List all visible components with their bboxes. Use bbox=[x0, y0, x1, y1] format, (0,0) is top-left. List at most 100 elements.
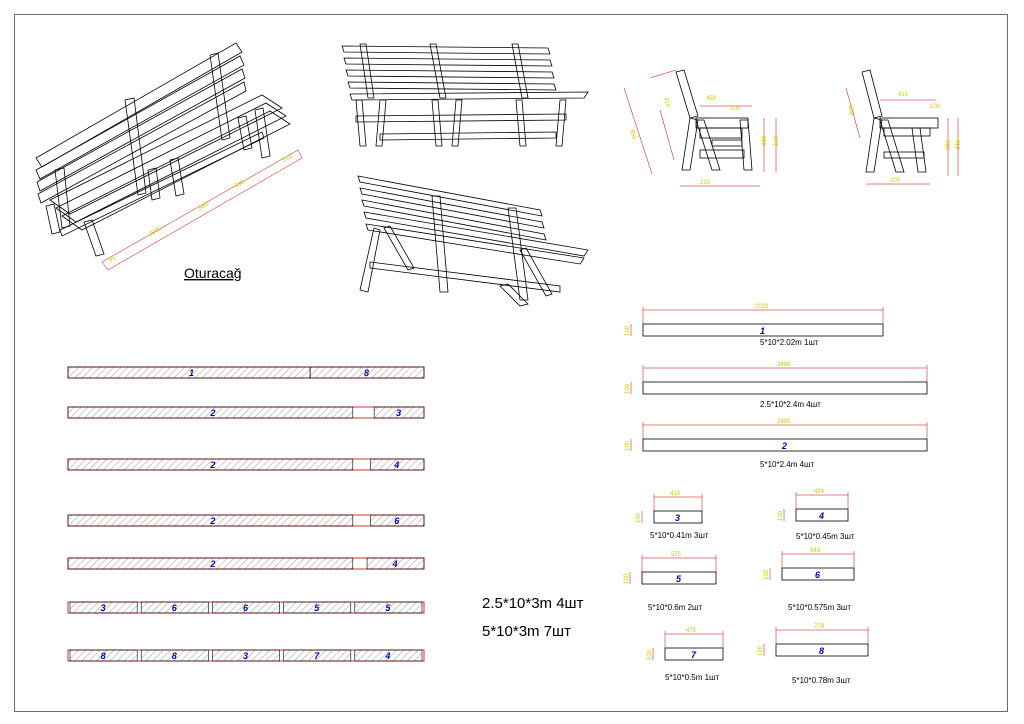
side-right-dim-1: 450 bbox=[846, 105, 855, 117]
cut-piece bbox=[373, 406, 425, 419]
cut-piece-label: 4 bbox=[384, 651, 390, 661]
side-left-dim-4: 100 bbox=[730, 106, 741, 112]
part-detail: 2400 100 2.5*10*2.4m 4шт bbox=[625, 362, 928, 409]
bench-perspective-view bbox=[357, 175, 589, 307]
part-number: 2 bbox=[781, 441, 787, 451]
iso-dimension-lines bbox=[101, 149, 303, 271]
part-length-value: 475 bbox=[686, 628, 697, 634]
part-number: 8 bbox=[819, 646, 824, 656]
cut-piece bbox=[140, 601, 209, 614]
cut-piece bbox=[67, 458, 354, 471]
cut-piece bbox=[67, 557, 354, 570]
cut-piece bbox=[309, 366, 425, 379]
part-number: 5 bbox=[676, 574, 682, 584]
part-length-value: 410 bbox=[670, 491, 681, 497]
part-spec-label: 5*10*2.02m 1шт bbox=[760, 338, 819, 347]
cut-piece bbox=[354, 601, 423, 614]
part-height-value: 100 bbox=[636, 512, 642, 523]
part-board bbox=[795, 508, 849, 522]
part-board bbox=[641, 571, 717, 585]
bench-isometric-view bbox=[35, 42, 291, 257]
part-spec-label: 5*10*0.575m 3шт bbox=[788, 603, 851, 612]
part-number: 4 bbox=[818, 511, 824, 521]
iso-dim-1: 2020 bbox=[148, 226, 163, 238]
part-height-value: 100 bbox=[625, 440, 631, 451]
side-view-right-dims bbox=[845, 87, 959, 185]
cut-piece bbox=[283, 601, 352, 614]
cut-piece bbox=[283, 649, 352, 662]
cut-piece-label: 3 bbox=[396, 408, 401, 418]
part-height-value: 100 bbox=[624, 573, 630, 584]
cut-piece bbox=[212, 601, 280, 614]
side-view-left-dims bbox=[623, 69, 777, 187]
part-spec-label: 5*10*0.78m 3шт bbox=[792, 676, 851, 685]
cut-piece bbox=[67, 514, 354, 527]
part-board bbox=[653, 510, 703, 524]
cut-piece-label: 5 bbox=[385, 603, 391, 613]
part-length-value: 2400 bbox=[777, 362, 791, 368]
part-board bbox=[642, 323, 884, 337]
drawing-frame bbox=[14, 14, 1008, 712]
iso-dim-4: 510 bbox=[282, 153, 294, 164]
part-length-value: 575 bbox=[671, 552, 682, 558]
cut-piece-label: 7 bbox=[314, 651, 320, 661]
cut-piece-label: 2 bbox=[209, 460, 215, 470]
part-spec-label: 2.5*10*2.4m 4шт bbox=[760, 400, 821, 409]
cut-piece-label: 6 bbox=[172, 603, 178, 613]
cut-piece-label: 2 bbox=[209, 516, 215, 526]
side-right-dim-5: 440 bbox=[956, 139, 962, 150]
cut-piece-label: 5 bbox=[314, 603, 320, 613]
cut-piece bbox=[366, 557, 425, 570]
side-view-left bbox=[675, 69, 753, 171]
part-length-value: 424 bbox=[814, 489, 825, 495]
part-spec-label: 5*10*0.41m 3шт bbox=[650, 531, 709, 540]
cut-piece-label: 3 bbox=[101, 603, 106, 613]
side-right-dim-3: 100 bbox=[930, 104, 941, 110]
part-length-value: 779 bbox=[814, 624, 825, 630]
iso-dim-5: 95 bbox=[108, 255, 117, 264]
part-board bbox=[642, 381, 928, 395]
cut-piece-label: 3 bbox=[243, 651, 248, 661]
cut-piece-label: 4 bbox=[393, 460, 399, 470]
side-left-dim-5: 210 bbox=[700, 180, 711, 186]
cut-piece-label: 8 bbox=[172, 651, 177, 661]
cut-piece-label: 2 bbox=[209, 559, 215, 569]
part-board bbox=[781, 567, 855, 581]
stock-line-2: 5*10*3m 7шт bbox=[482, 623, 571, 640]
part-board bbox=[775, 643, 869, 657]
cut-piece-label: 4 bbox=[392, 559, 398, 569]
side-right-dim-2: 410 bbox=[898, 92, 909, 98]
stock-line-1: 2.5*10*3m 4шт bbox=[482, 595, 584, 612]
part-height-value: 100 bbox=[625, 325, 631, 336]
part-height-value: 100 bbox=[778, 510, 784, 521]
cut-piece-label: 8 bbox=[364, 368, 369, 378]
part-spec-label: 5*10*0.5m 1шт bbox=[665, 673, 719, 682]
part-number: 7 bbox=[691, 650, 697, 660]
cut-piece bbox=[140, 649, 209, 662]
cut-piece bbox=[69, 649, 138, 662]
side-left-dim-3: 450 bbox=[706, 96, 717, 102]
cut-piece-label: 1 bbox=[189, 368, 194, 378]
side-left-dim-7: 100 bbox=[774, 135, 780, 146]
cut-piece bbox=[69, 601, 138, 614]
part-length-value: 2400 bbox=[777, 419, 791, 425]
drawing-title: Oturacağ bbox=[184, 265, 242, 281]
iso-dim-3: 600 bbox=[234, 179, 246, 190]
part-height-value: 100 bbox=[625, 383, 631, 394]
cut-piece-label: 6 bbox=[394, 516, 400, 526]
